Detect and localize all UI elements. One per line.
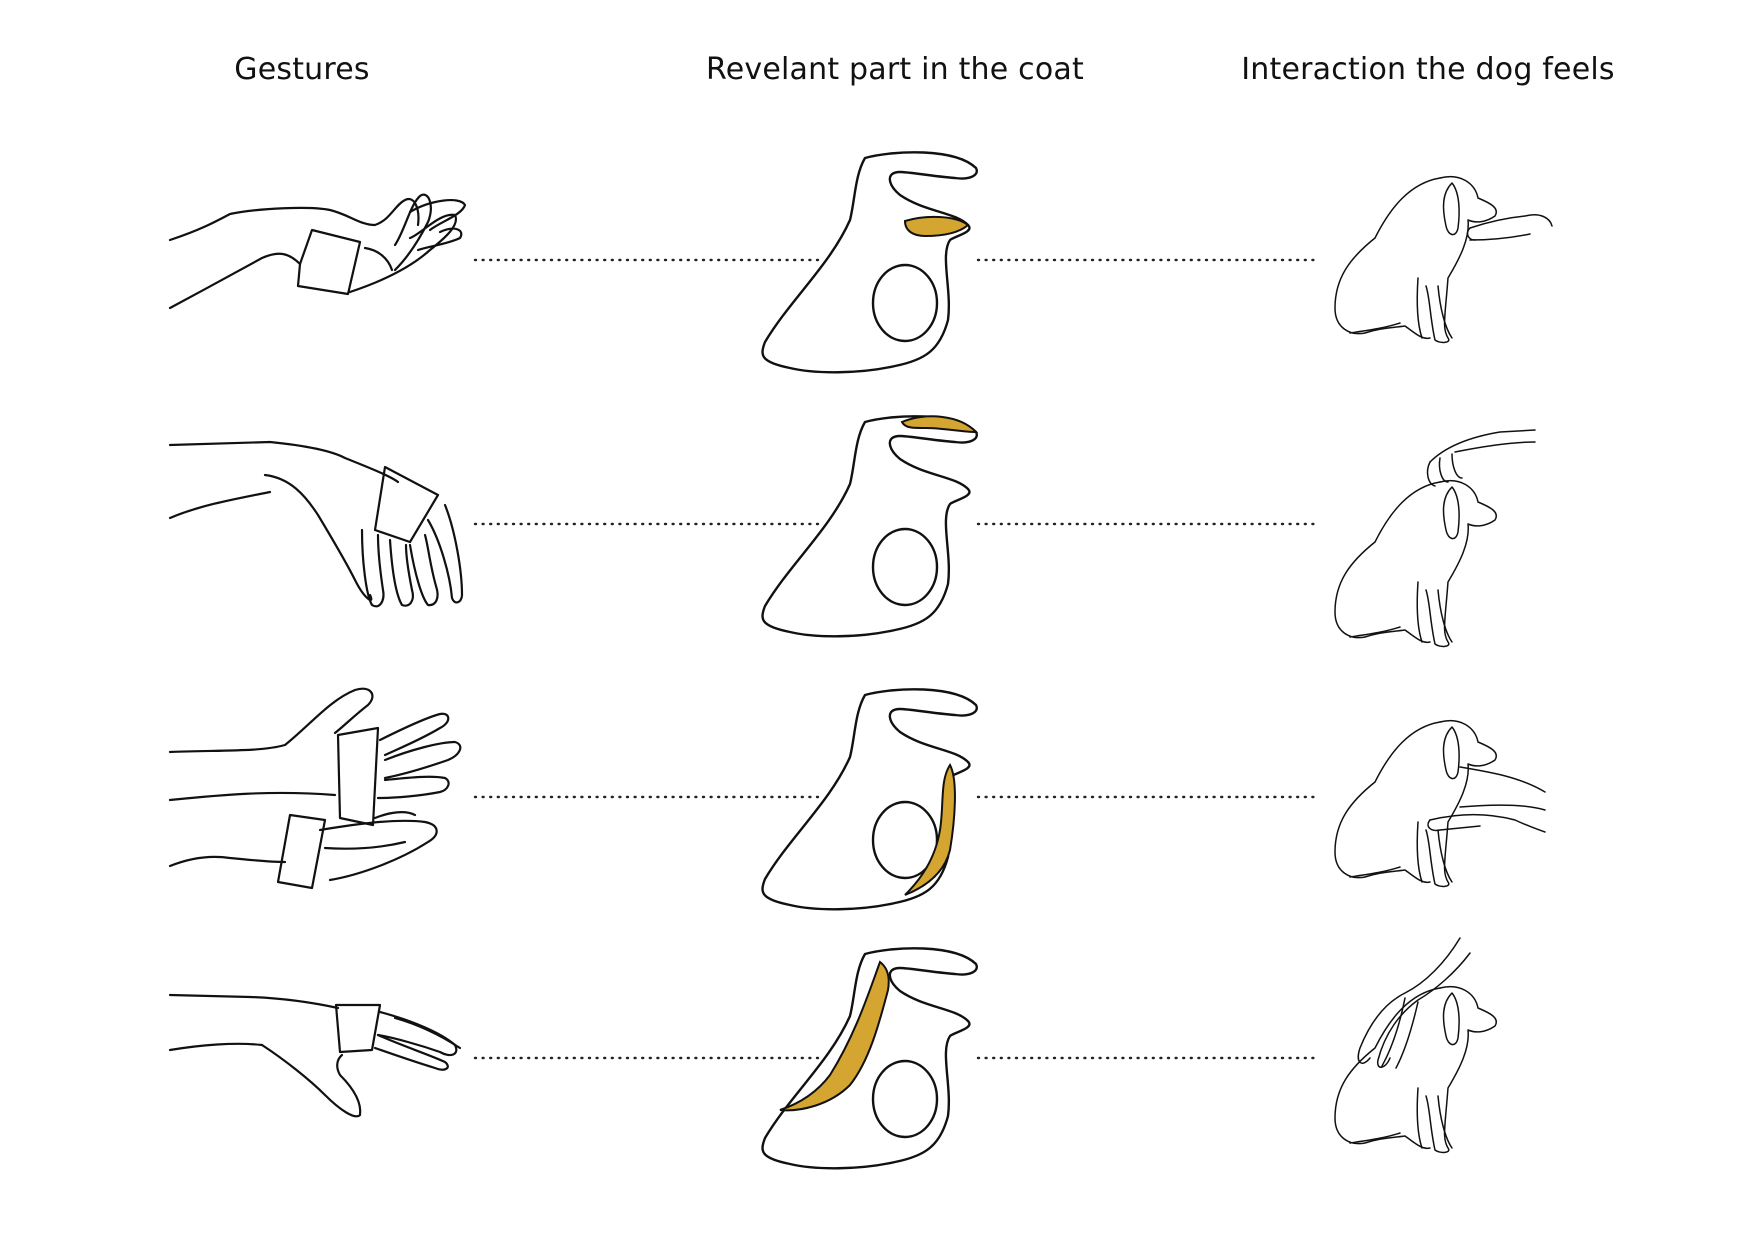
dog-chin-scratch-icon (1334, 176, 1553, 344)
palm-up-hand-icon (168, 193, 467, 310)
coat-diagram-chest (761, 688, 978, 911)
dog-chest-hold-icon (1334, 720, 1546, 888)
back-highlight (779, 960, 890, 1112)
scratching-hand-icon (168, 440, 464, 608)
chest-highlight (904, 763, 956, 896)
row-3 (168, 687, 1546, 911)
row-1 (168, 151, 1553, 374)
head-highlight (900, 415, 979, 434)
chin-highlight (903, 215, 970, 238)
flat-stroking-hand-icon (168, 993, 462, 1118)
row-4 (168, 937, 1497, 1170)
coat-diagram-chin (761, 151, 978, 374)
dog-head-pat-icon (1334, 429, 1536, 648)
coat-header: Revelant part in the coat (706, 52, 1084, 87)
dog-back-stroke-icon (1334, 937, 1497, 1154)
coat-diagram-back (761, 947, 978, 1170)
row-2 (168, 415, 1536, 648)
dog-header: Interaction the dog feels (1241, 52, 1615, 87)
coat-diagram-head (761, 415, 979, 638)
gestures-header: Gestures (234, 52, 370, 87)
two-hands-icon (168, 687, 462, 890)
